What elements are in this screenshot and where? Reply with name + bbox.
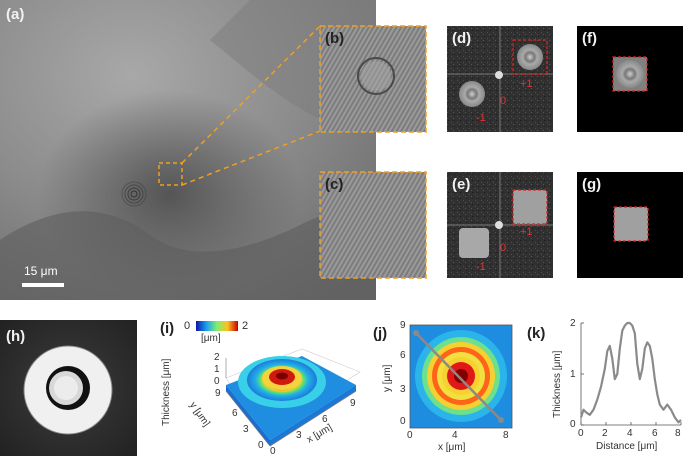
- i-xtick-3: 3: [296, 430, 302, 441]
- panel-label-d: (d): [452, 30, 472, 47]
- profile-line: [415, 332, 502, 421]
- k-xtick-8: 8: [675, 428, 681, 439]
- colorbar-min: 0: [184, 320, 191, 332]
- k-axis-ticks: [580, 322, 682, 426]
- k-xlabel: Distance [μm]: [596, 441, 658, 452]
- panel-a-image: [0, 0, 376, 300]
- j-xtick-8: 8: [503, 430, 509, 441]
- k-ylabel: Thickness [μm]: [552, 350, 563, 418]
- i-ytick-9: 9: [215, 388, 221, 399]
- panel-d-image: [447, 26, 553, 132]
- k-xtick-0: 0: [578, 428, 584, 439]
- k-xtick-2: 2: [602, 428, 608, 439]
- panel-f-image: [577, 26, 683, 132]
- panel-label-j: (j): [373, 325, 388, 342]
- k-ytick-0: 0: [570, 419, 576, 430]
- panel-k-plot: [579, 321, 682, 426]
- panel-label-i: (i): [160, 320, 175, 337]
- i-xtick-6: 6: [322, 414, 328, 425]
- i-ztick-2: 2: [214, 352, 220, 363]
- panel-label-g: (g): [582, 176, 602, 193]
- panel-label-c: (c): [325, 176, 344, 193]
- panel-e-image: [447, 172, 553, 278]
- panel-label-b: (b): [325, 30, 345, 47]
- panel-c-image: [319, 171, 427, 279]
- scale-bar: [22, 283, 64, 287]
- colorbar-unit: [μm]: [201, 333, 221, 344]
- order-zero-e: 0: [500, 242, 507, 254]
- i-ytick-6: 6: [232, 408, 238, 419]
- j-ylabel: y [μm]: [382, 364, 393, 392]
- panel-label-k: (k): [527, 325, 546, 342]
- panel-i-plot: [196, 321, 361, 447]
- i-ytick-0: 0: [258, 440, 264, 451]
- colorbar-max: 2: [242, 320, 249, 332]
- order-plus1-e: +1: [520, 226, 533, 238]
- k-xtick-4: 4: [627, 428, 633, 439]
- panel-j-plot: [409, 324, 513, 429]
- j-ytick-6: 6: [400, 350, 406, 361]
- i-xtick-9: 9: [350, 398, 356, 409]
- order-minus1-e: -1: [476, 261, 486, 273]
- panel-g-image: [577, 172, 683, 278]
- j-ytick-9: 9: [400, 320, 406, 331]
- k-series: [579, 321, 682, 424]
- k-xtick-6: 6: [652, 428, 658, 439]
- panel-label-f: (f): [582, 30, 597, 47]
- order-minus1-d: -1: [476, 112, 486, 124]
- j-xlabel: x [μm]: [438, 442, 466, 453]
- fft-filter-box: [512, 39, 548, 75]
- panel-b-image: [319, 25, 427, 133]
- fft-filter-box: [512, 189, 548, 225]
- i-ztick-0: 0: [214, 376, 220, 387]
- order-plus1-d: +1: [520, 78, 533, 90]
- panel-h-image: [0, 320, 137, 456]
- scale-bar-label: 15 μm: [24, 264, 58, 278]
- thickness-profile-line: [579, 321, 682, 424]
- j-ytick-3: 3: [400, 384, 406, 395]
- j-ytick-0: 0: [400, 416, 406, 427]
- order-zero-d: 0: [500, 95, 507, 107]
- i-xtick-0: 0: [270, 446, 276, 457]
- i-zlabel: Thickness [μm]: [161, 358, 172, 426]
- j-xtick-4: 4: [452, 430, 458, 441]
- i-ztick-1: 1: [214, 364, 220, 375]
- panel-label-h: (h): [6, 328, 26, 345]
- k-ytick-1: 1: [570, 369, 576, 380]
- i-ytick-3: 3: [243, 424, 249, 435]
- roi-box: [158, 162, 183, 186]
- panel-label-e: (e): [452, 176, 471, 193]
- k-ytick-2: 2: [570, 318, 576, 329]
- fringe-rings: [121, 181, 147, 207]
- panel-label-a: (a): [6, 6, 25, 23]
- colorbar: [196, 321, 238, 331]
- j-xtick-0: 0: [407, 430, 413, 441]
